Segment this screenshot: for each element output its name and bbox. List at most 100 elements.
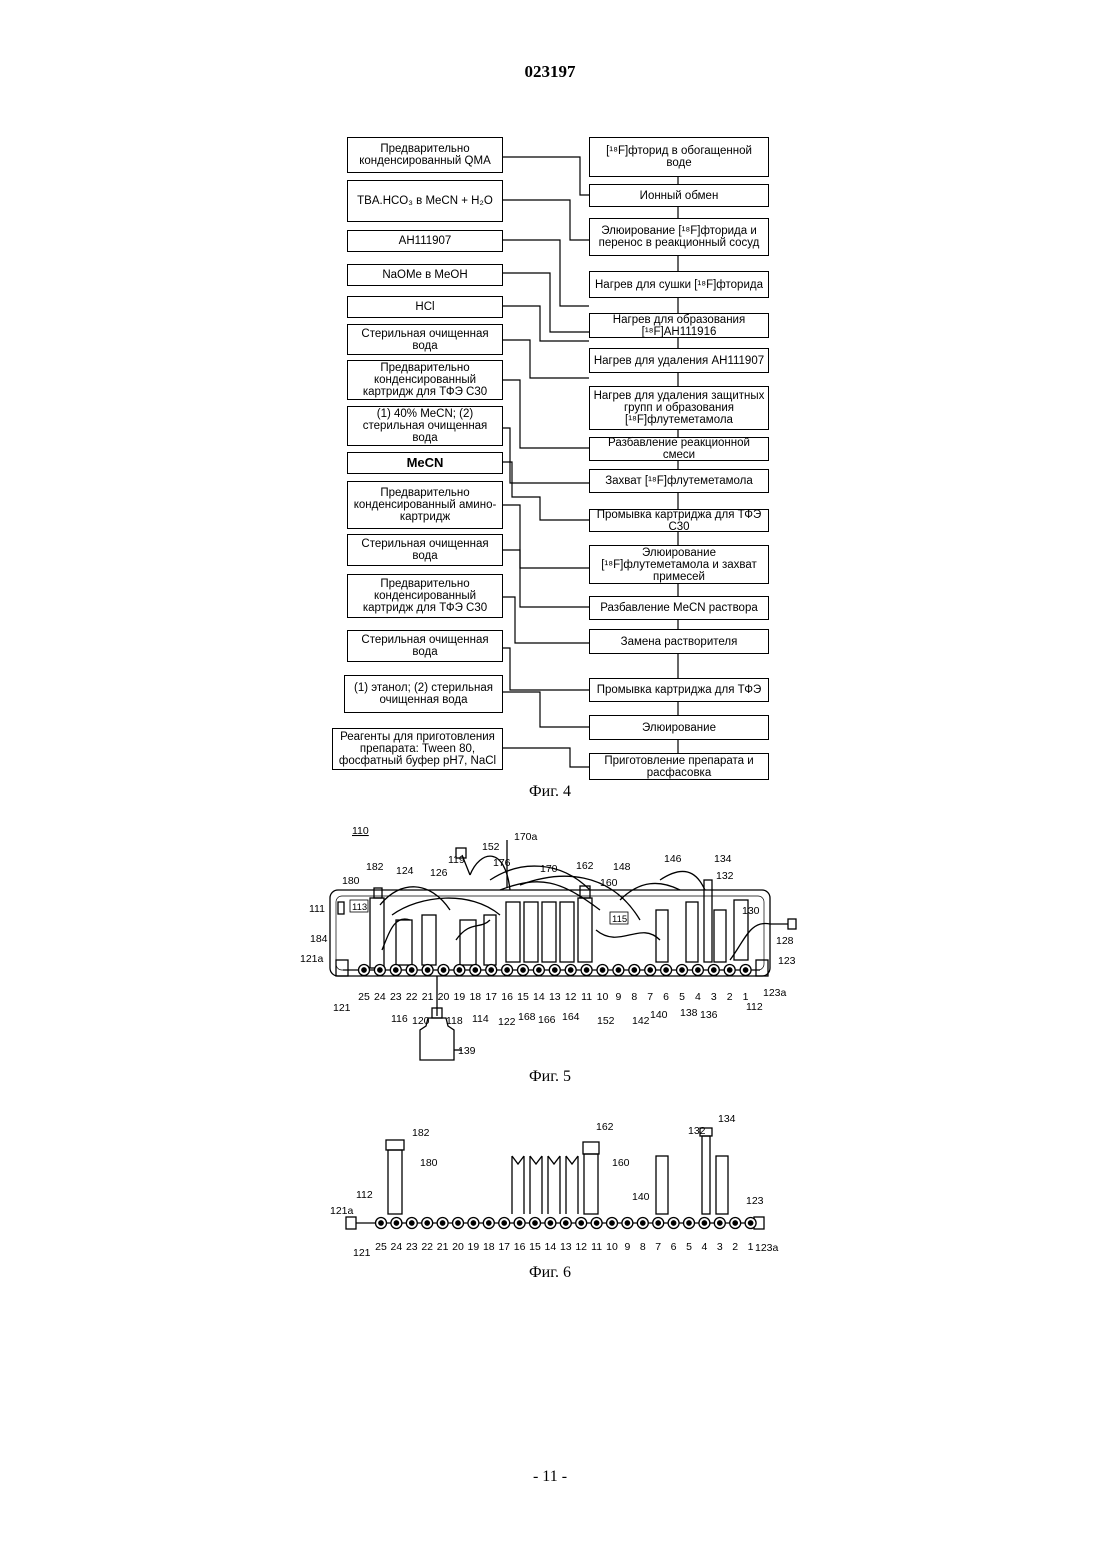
valve-hub-17 — [502, 1221, 506, 1225]
fig6-label-132: 132 — [688, 1125, 706, 1137]
right-box-6: Нагрев для удаления AH111907 — [589, 348, 769, 373]
fig5-label-152b: 152 — [597, 1015, 615, 1027]
fig5-label-122: 122 — [498, 1016, 516, 1028]
fig5-label-123a: 123a — [763, 987, 787, 999]
valve-number-23: 23 — [406, 1241, 418, 1253]
valve-hub-25 — [362, 968, 366, 972]
valve-number-11: 11 — [591, 1241, 602, 1253]
valve-hub-3 — [712, 968, 716, 972]
fig5-label-138: 138 — [680, 1007, 698, 1019]
fig5-label-136: 136 — [700, 1009, 718, 1021]
fig5-label-126: 126 — [430, 867, 448, 879]
valve-number-7: 7 — [647, 991, 653, 1003]
valve-hub-5 — [687, 1221, 691, 1225]
valve-hub-15 — [533, 1221, 537, 1225]
fig5-label-121: 121 — [333, 1002, 351, 1014]
fig5-label-113: 113 — [352, 902, 367, 913]
left-box-5: HCl — [347, 296, 503, 318]
valve-hub-24 — [394, 1221, 398, 1225]
fig5-label-120: 120 — [412, 1015, 430, 1027]
valve-hub-13 — [553, 968, 557, 972]
fig5-cassette-drawing: 110 170a 152 176 119 170 162 148 146 134… — [0, 820, 1100, 1065]
valve-hub-21 — [440, 1221, 444, 1225]
fig5-label-162: 162 — [576, 860, 594, 872]
valve-hub-10 — [600, 968, 604, 972]
fig5-label-170a: 170a — [514, 831, 538, 843]
valve-number-19: 19 — [468, 1241, 480, 1253]
valve-number-5: 5 — [679, 991, 685, 1003]
valve-number-20: 20 — [452, 1241, 464, 1253]
fig4-caption: Фиг. 4 — [0, 783, 1100, 801]
fig5-label-166: 166 — [538, 1014, 556, 1026]
valve-number-22: 22 — [406, 991, 418, 1003]
valve-hub-5 — [680, 968, 684, 972]
valve-number-6: 6 — [663, 991, 669, 1003]
fig5-label-152: 152 — [482, 841, 500, 853]
valve-hub-24 — [378, 968, 382, 972]
fig5-label-124: 124 — [396, 865, 414, 877]
fig5-label-110: 110 — [352, 825, 369, 837]
valve-hub-16 — [517, 1221, 521, 1225]
page-footer: - 11 - — [0, 1468, 1100, 1486]
fig6-caption: Фиг. 6 — [0, 1264, 1100, 1282]
right-box-13: Замена растворителя — [589, 629, 769, 654]
fig5-label-115: 115 — [612, 914, 627, 925]
valve-number-19: 19 — [454, 991, 466, 1003]
valve-hub-12 — [569, 968, 573, 972]
left-box-2: TBA.HCO₃ в MeCN + H₂O — [347, 180, 503, 222]
fig5-label-128: 128 — [776, 935, 794, 947]
valve-number-17: 17 — [485, 991, 497, 1003]
valve-hub-11 — [594, 1221, 598, 1225]
valve-hub-14 — [537, 968, 541, 972]
valve-number-12: 12 — [575, 1241, 587, 1253]
valve-number-14: 14 — [545, 1241, 557, 1253]
valve-hub-17 — [489, 968, 493, 972]
valve-hub-6 — [664, 968, 668, 972]
right-box-5: Нагрев для образования [¹⁸F]AH111916 — [589, 313, 769, 338]
fig5-label-146: 146 — [664, 853, 682, 865]
valve-number-24: 24 — [391, 1241, 403, 1253]
valve-number-18: 18 — [469, 991, 481, 1003]
valve-number-8: 8 — [640, 1241, 646, 1253]
valve-number-1: 1 — [748, 1241, 754, 1253]
fig5-label-134: 134 — [714, 853, 732, 865]
valve-number-15: 15 — [529, 1241, 541, 1253]
right-box-2: Ионный обмен — [589, 184, 769, 207]
valve-hub-16 — [505, 968, 509, 972]
valve-hub-2 — [728, 968, 732, 972]
valve-hub-7 — [648, 968, 652, 972]
valve-number-3: 3 — [711, 991, 717, 1003]
valve-number-7: 7 — [655, 1241, 661, 1253]
valve-number-21: 21 — [422, 991, 434, 1003]
fig5-label-130: 130 — [742, 905, 760, 917]
left-box-14: (1) этанол; (2) стерильная очищенная вод… — [344, 675, 503, 713]
fig6-label-123a: 123a — [755, 1242, 779, 1254]
fig5-caption: Фиг. 5 — [0, 1068, 1100, 1086]
valve-number-5: 5 — [686, 1241, 692, 1253]
valve-hub-15 — [521, 968, 525, 972]
left-box-7: Предварительно конденсированный картридж… — [347, 360, 503, 400]
valve-hub-21 — [425, 968, 429, 972]
fig5-label-168: 168 — [518, 1011, 536, 1023]
right-box-15: Элюирование — [589, 715, 769, 740]
fig5-label-123: 123 — [778, 955, 796, 967]
fig5-label-118: 118 — [446, 1015, 463, 1027]
fig5-label-160: 160 — [600, 877, 618, 889]
valve-hub-4 — [696, 968, 700, 972]
right-box-12: Разбавление MeCN раствора — [589, 596, 769, 620]
fig5-label-132: 132 — [716, 870, 734, 882]
right-box-3: Элюирование [¹⁸F]фторида и перенос в реа… — [589, 218, 769, 256]
fig6-label-121a: 121a — [330, 1205, 354, 1217]
fig5-label-170: 170 — [540, 863, 558, 875]
fig5-label-111: 111 — [309, 903, 325, 915]
valve-number-21: 21 — [437, 1241, 449, 1253]
right-box-1: [¹⁸F]фторид в обогащенной воде — [589, 137, 769, 177]
fig5-label-119: 119 — [448, 854, 465, 866]
right-box-9: Захват [¹⁸F]флутеметамола — [589, 469, 769, 493]
valve-number-6: 6 — [671, 1241, 677, 1253]
left-box-3: AH111907 — [347, 230, 503, 252]
valve-hub-22 — [410, 968, 414, 972]
valve-number-10: 10 — [597, 991, 609, 1003]
valve-hub-20 — [456, 1221, 460, 1225]
valve-number-12: 12 — [565, 991, 577, 1003]
